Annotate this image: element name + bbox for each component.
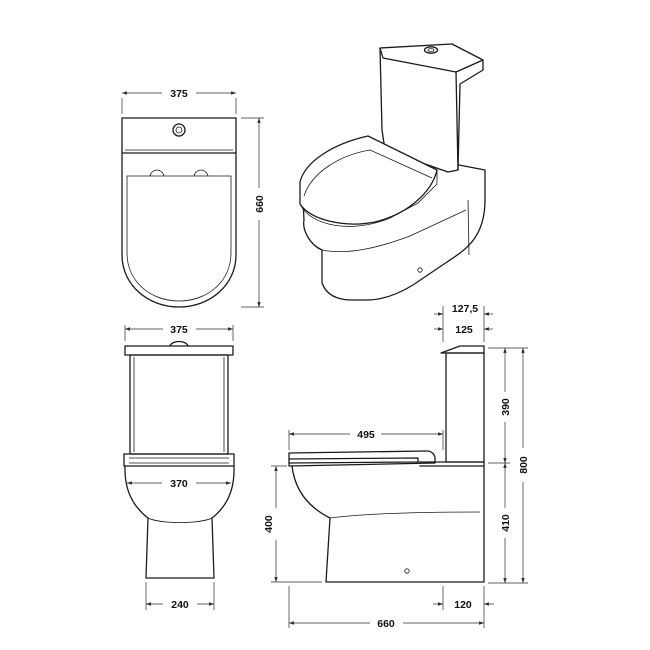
dim-label-side-back-offset: 120 (454, 599, 472, 611)
dim-label-front-width: 375 (170, 324, 188, 336)
dim-label-side-seat-length: 495 (357, 429, 375, 441)
dim-side-top-offset-inner: 125 (434, 324, 493, 336)
dim-label-side-total-depth: 660 (377, 618, 395, 630)
dim-label-side-top-offset-inner: 125 (455, 324, 473, 336)
front-view (123, 340, 235, 579)
dim-side-seat-height: 400 (263, 465, 322, 583)
dim-label-side-seat-height: 400 (263, 515, 275, 533)
perspective-view (299, 43, 486, 301)
dim-front-foot-width: 240 (145, 582, 215, 611)
dim-label-side-total-height: 800 (518, 456, 530, 474)
dim-label-front-foot-width: 240 (171, 599, 189, 611)
dim-side-back-offset: 120 (433, 586, 494, 628)
dim-label-top-width: 375 (170, 88, 188, 100)
dim-side-total-depth: 660 (288, 586, 484, 630)
dim-side-total-height: 800 (518, 348, 530, 583)
dim-side-top-offset-outer: 127,5 (434, 303, 493, 342)
dim-label-side-top-offset-outer: 127,5 (452, 303, 478, 315)
dim-label-side-pan-height: 410 (500, 514, 512, 532)
side-view (288, 345, 485, 583)
dim-side-pan-height: 410 (500, 463, 512, 583)
dim-side-cistern-height: 390 (488, 347, 528, 584)
dim-front-width: 375 (124, 324, 234, 341)
top-view (121, 117, 237, 308)
dim-top-width: 375 (121, 88, 237, 114)
dim-label-side-cistern-height: 390 (500, 398, 512, 416)
dim-label-front-seat-width: 370 (170, 478, 188, 490)
dim-top-depth: 660 (241, 117, 266, 308)
dim-front-seat-width: 370 (127, 478, 231, 490)
dim-side-seat-length: 495 (288, 429, 444, 450)
dim-label-top-depth: 660 (254, 195, 266, 213)
